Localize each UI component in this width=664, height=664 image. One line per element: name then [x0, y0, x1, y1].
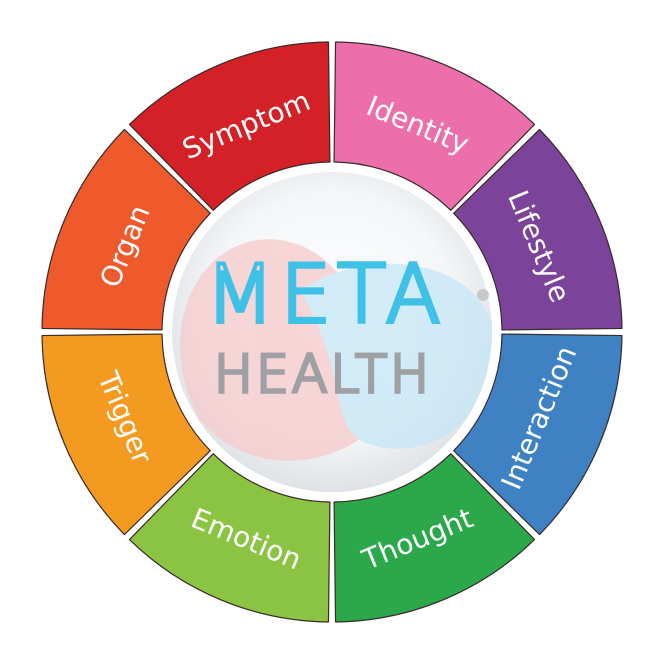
segment-identity [333, 41, 536, 211]
swirl-blue-shape [300, 263, 492, 449]
segment-trigger [41, 333, 211, 536]
segment-lifestyle [453, 128, 623, 331]
logo-dot [477, 289, 489, 301]
segment-interaction [453, 333, 623, 536]
segment-thought [333, 453, 536, 623]
segment-emotion [128, 453, 331, 623]
center-disc [169, 169, 495, 495]
metahealth-logo: META HEALTH [204, 246, 489, 407]
logo-health-text: HEALTH [214, 345, 432, 405]
segment-organ [41, 128, 211, 331]
segment-symptom [128, 41, 331, 211]
logo-meta-text: META [206, 248, 447, 341]
